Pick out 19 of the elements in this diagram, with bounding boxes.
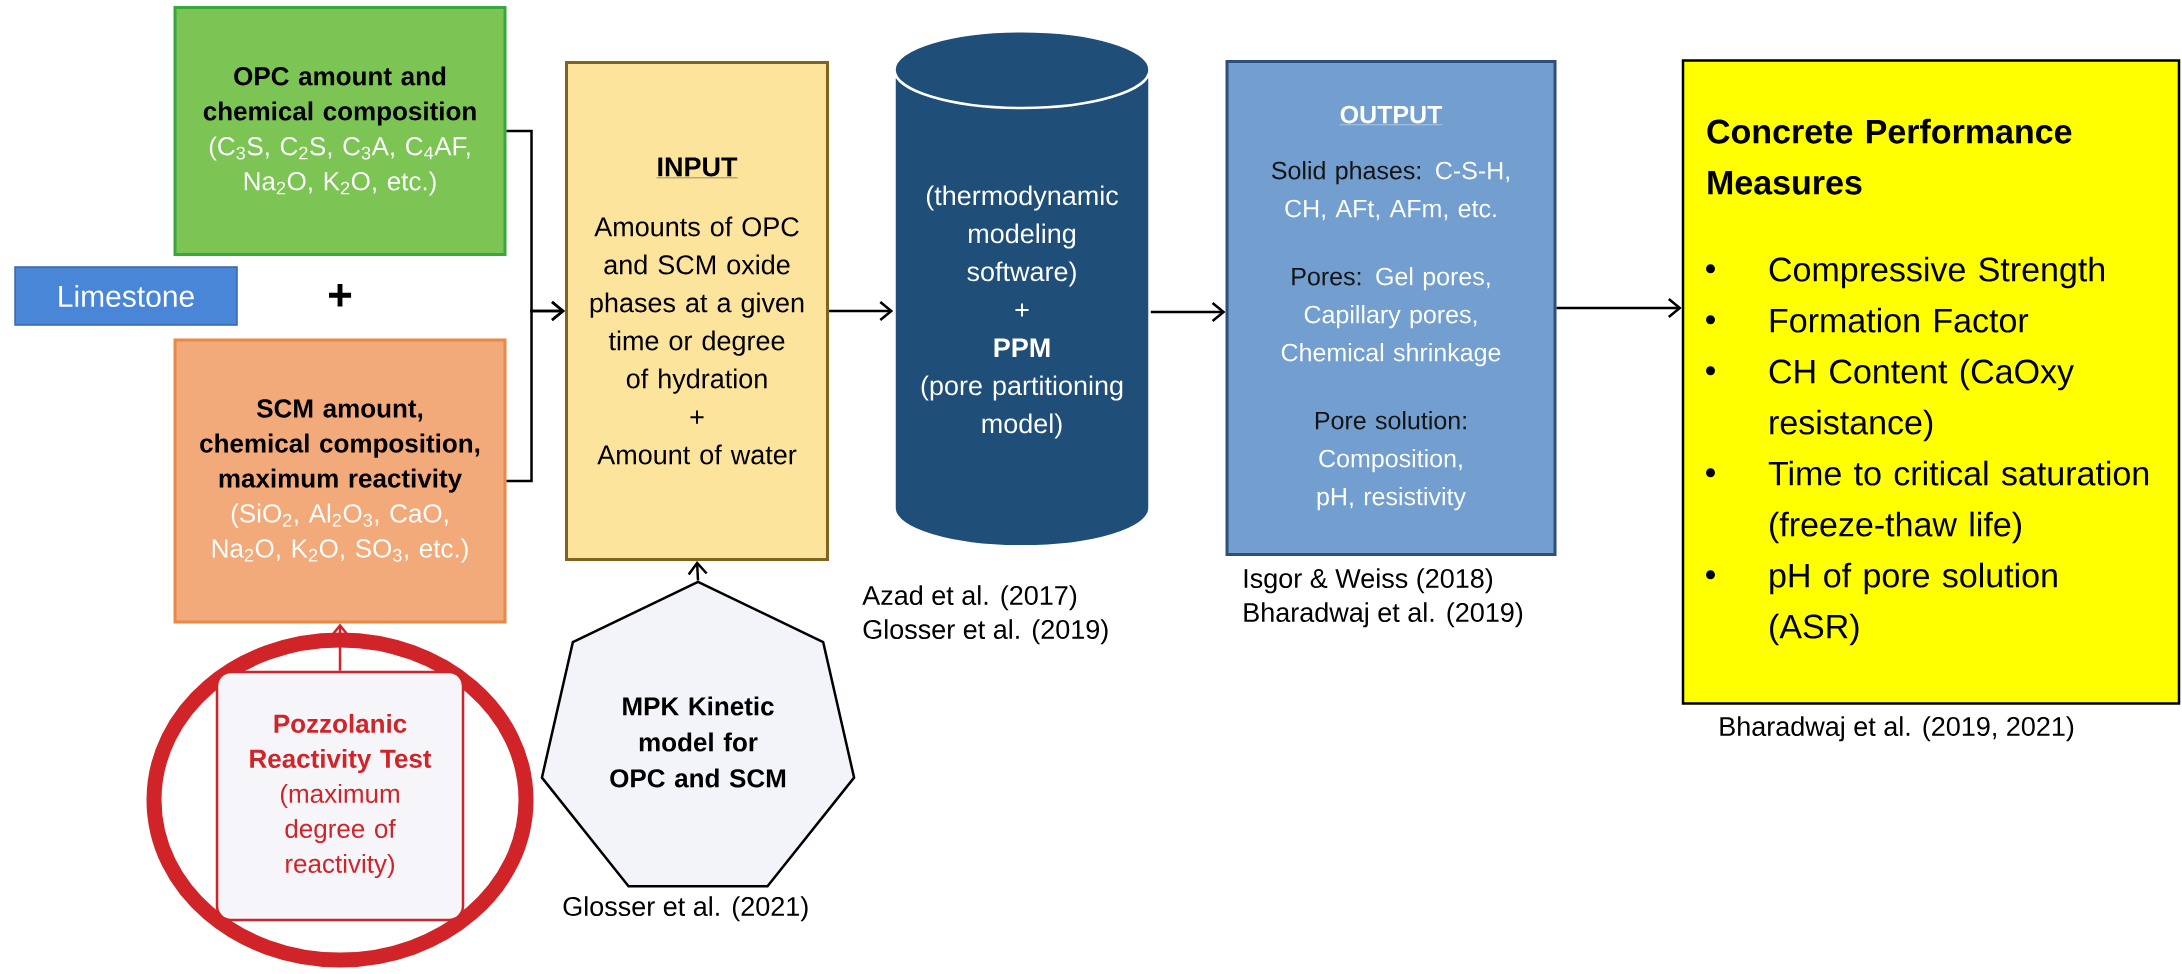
model-cylinder: (thermodynamic modeling software) + PPM (pore partitioning model) — [893, 30, 1151, 548]
output-box: OUTPUT Solid phases: C-S-H, CH, AFt, AFm, etc. Pores: Gel pores, Capillary pores, Chemical shrinkage Pore solution: Composition, pH, resistivity — [1225, 60, 1557, 556]
citation-text: Isgor & Weiss (2018) Bharadwaj et al. (2019) — [1244, 568, 1523, 628]
arrow — [829, 301, 894, 321]
citation-text: Glosser et al. (2021) — [563, 896, 808, 922]
material-box: Limestone — [14, 266, 238, 326]
measures-box: Concrete Performance Measures Compressive Strength Formation Factor CH Content (CaOxy resistance) Time to critical saturation (freeze-thaw life) pH of pore solution (ASR) — [1681, 59, 2181, 705]
citation-text: Bharadwaj et al. (2019, 2021) — [1720, 716, 2074, 742]
arrow — [506, 301, 565, 483]
process-box: SCM amount, chemical composition, maximum reactivity (SiO$_{2}$, Al$_{2}$O$_{3}$, CaO, Na$_{2}$O, K$_{2}$O, SO$_{3}$, etc.) — [173, 338, 507, 624]
test-box: Pozzolanic Reactivity Test (maximum degree of reactivity) — [215, 670, 465, 922]
process-box: OPC amount and chemical composition (C$_{3}$S, C$_{2}$S, C$_{3}$A, C$_{4}$AF, Na$_{2}$O, K$_{2}$O, etc.) — [173, 6, 507, 256]
input-box: INPUT Amounts of OPC and SCM oxide phases at a given time or degree of hydration + Amount of water — [565, 61, 829, 561]
citation-text: Azad et al. (2017) Glosser et al. (2019) — [862, 585, 1108, 645]
arrow — [1556, 298, 1682, 318]
arrow — [330, 623, 350, 671]
model-heptagon: MPK Kinetic model for OPC and SCM — [540, 580, 856, 888]
arrow — [1150, 302, 1226, 322]
plus-sign: + — [329, 284, 352, 307]
